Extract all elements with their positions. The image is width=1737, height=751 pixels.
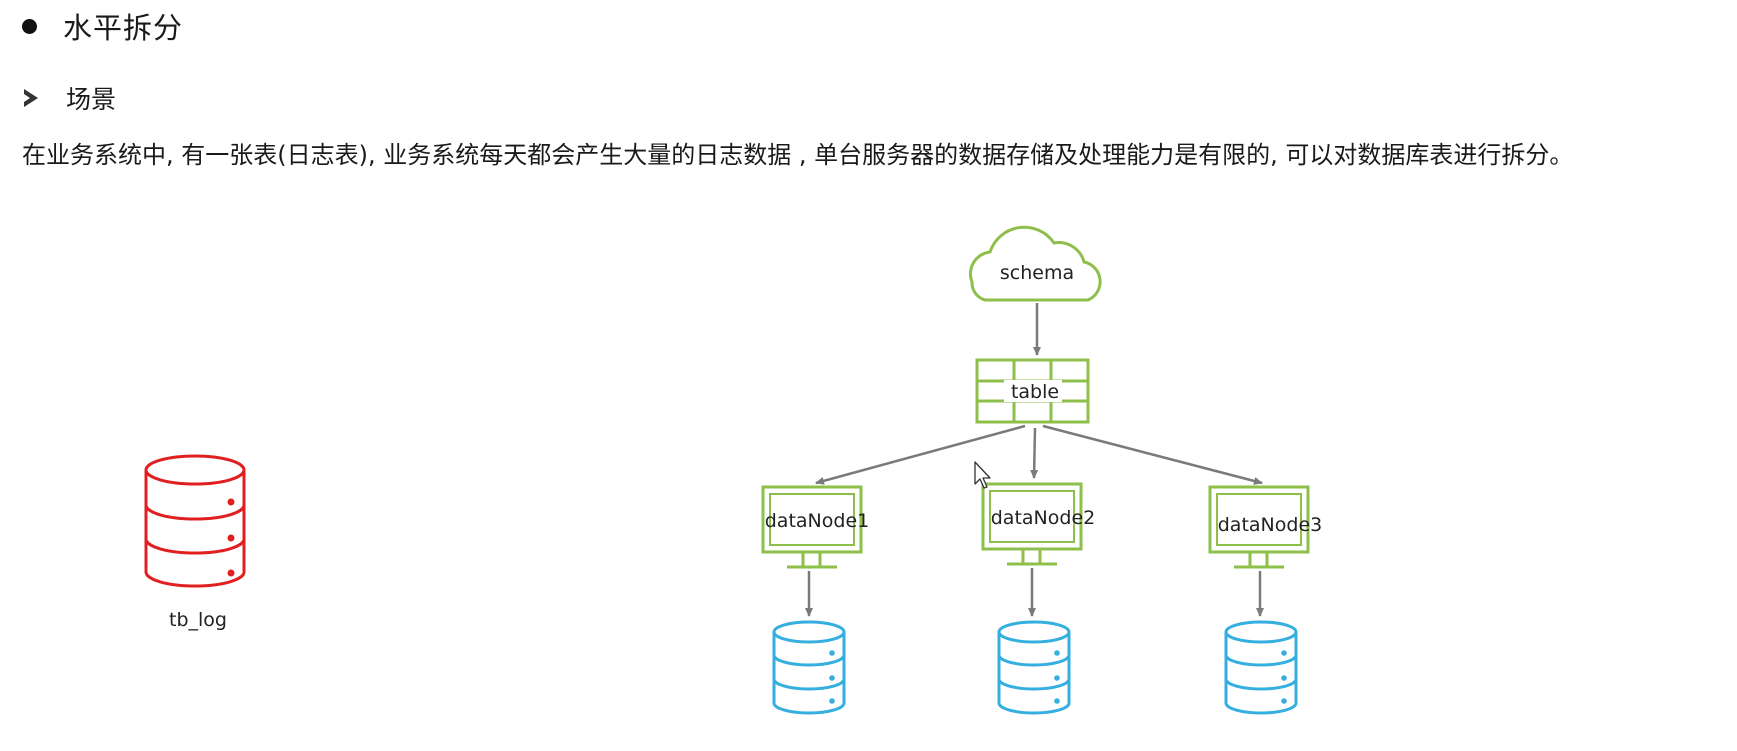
datanode2-label: dataNode2 [991,507,1095,529]
database3-icon [1224,620,1298,715]
section-heading: 水平拆分 [22,4,183,48]
sub-heading: 场景 [24,82,116,114]
bullet-icon [22,18,37,34]
datanode3-monitor-icon [1208,485,1310,569]
arrow-table-node1 [815,424,1026,485]
description-paragraph: 在业务系统中, 有一张表(日志表), 业务系统每天都会产生大量的日志数据 , 单… [22,141,1574,169]
arrow-table-node2 [1030,427,1039,479]
arrow-bullet-icon [24,89,38,107]
database1-icon [772,620,846,715]
schema-label: schema [1000,262,1074,284]
mouse-cursor-icon [974,461,991,489]
table-label-bg [1004,380,1062,402]
table-label: table [1011,381,1059,403]
arrow-table-node3 [1042,424,1263,485]
heading-text: 水平拆分 [63,11,184,45]
datanode2-monitor-icon [981,482,1083,566]
tb-log-database-icon [144,454,246,588]
datanode1-monitor-icon [761,485,863,569]
database2-icon [997,620,1071,715]
tb-log-label: tb_log [169,609,227,631]
schema-cloud-icon [968,225,1102,302]
subheading-text: 场景 [66,85,117,114]
datanode3-label: dataNode3 [1218,514,1322,536]
datanode1-label: dataNode1 [765,510,869,532]
